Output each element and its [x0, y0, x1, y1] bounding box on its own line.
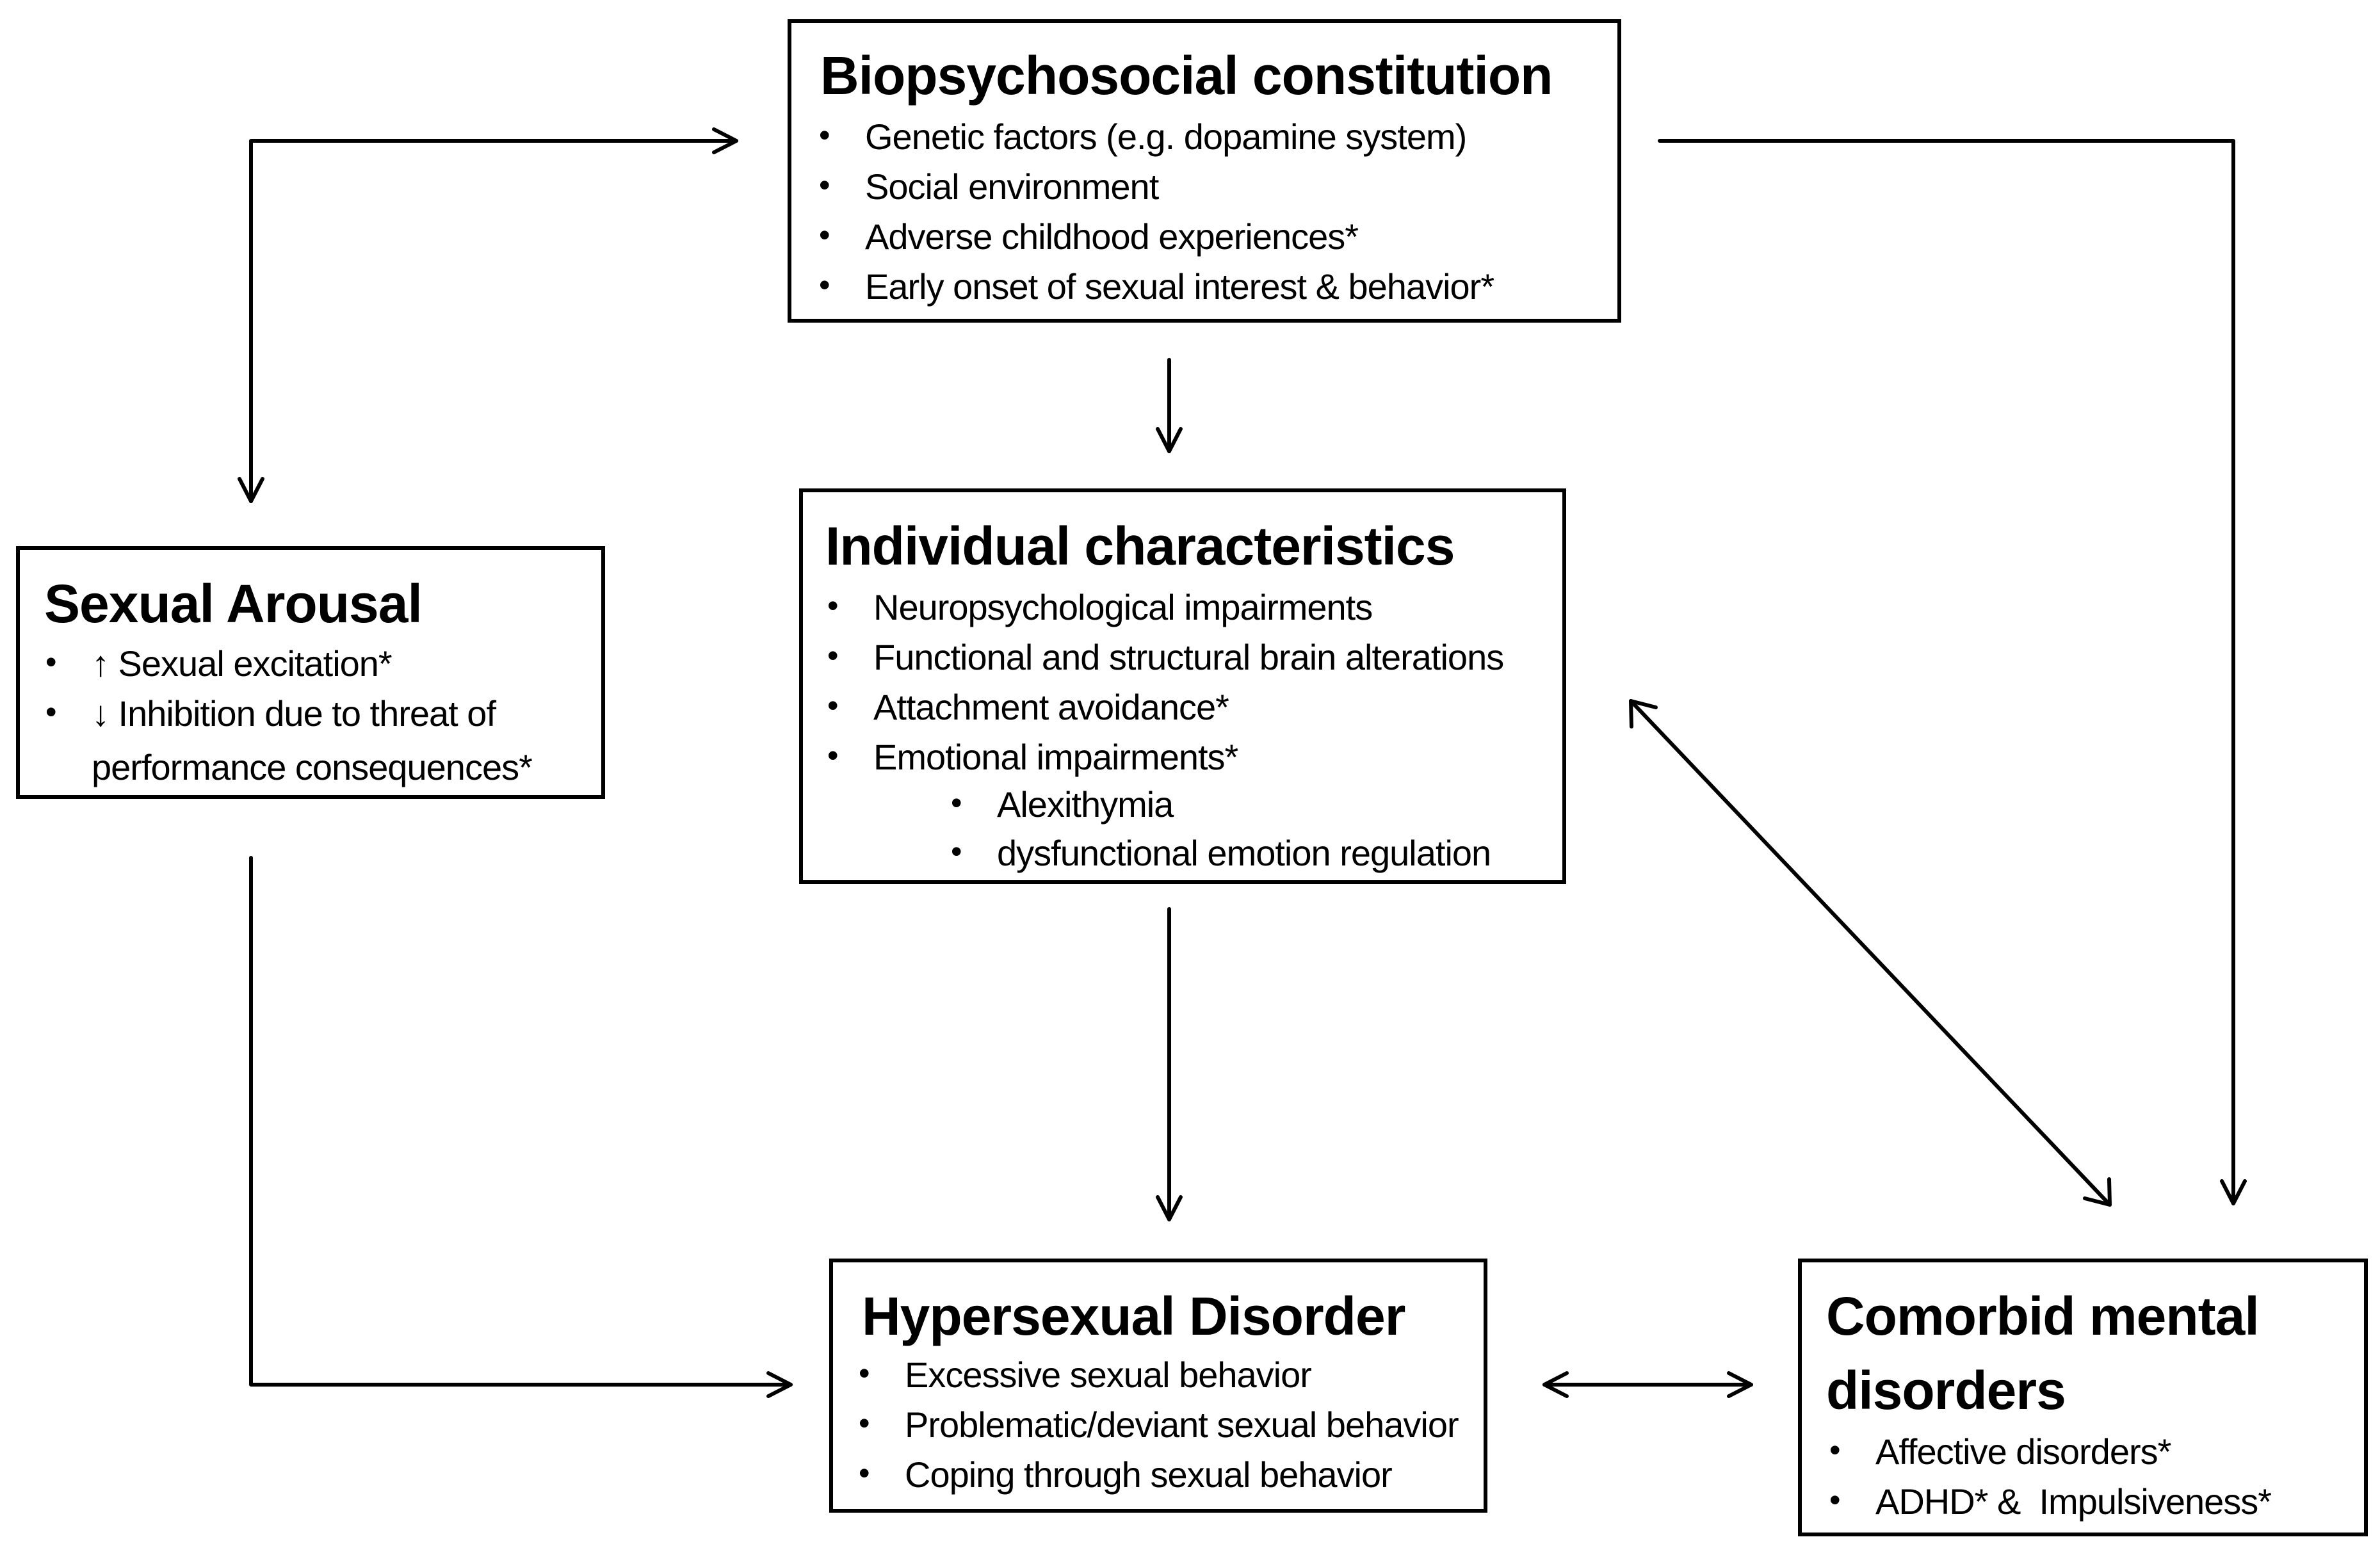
individual-item: Functional and structural brain alterati…: [827, 640, 1504, 675]
individual-characteristics-list: Neuropsychological impairments Functiona…: [827, 590, 1504, 775]
biopsychosocial-item: Genetic factors (e.g. dopamine system): [819, 119, 1494, 155]
sexual-arousal-item: ↑ Sexual excitation*: [45, 646, 496, 682]
individual-subitem: dysfunctional emotion regulation: [951, 835, 1491, 871]
sexual-arousal-box: Sexual Arousal ↑ Sexual excitation* ↓ In…: [16, 546, 605, 799]
biopsychosocial-item: Adverse childhood experiences*: [819, 219, 1494, 255]
biopsychosocial-item: Social environment: [819, 169, 1494, 205]
arrow-arousal-to-biopsychosocial: [249, 139, 738, 503]
biopsychosocial-title: Biopsychosocial constitution: [820, 45, 1553, 106]
arrow-individual-comorbid: [1629, 699, 2112, 1207]
individual-item: Attachment avoidance*: [827, 689, 1503, 725]
arrowhead-arousal-top: [238, 477, 264, 503]
hypersexual-item: Excessive sexual behavior: [859, 1357, 1459, 1393]
sexual-arousal-title: Sexual Arousal: [44, 574, 423, 634]
arrowhead-individual-top: [1156, 427, 1183, 453]
arrowhead-comorbid-left: [1727, 1371, 1753, 1398]
individual-characteristics-box: Individual characteristics Neuropsycholo…: [799, 488, 1566, 884]
sexual-arousal-item: ↓ Inhibition due to threat of: [45, 696, 496, 732]
biopsychosocial-box: Biopsychosocial constitution Genetic fac…: [788, 19, 1621, 323]
comorbid-title-line2: disorders: [1826, 1360, 2066, 1420]
arrowhead-comorbid-diagonal: [2083, 1177, 2112, 1207]
biopsychosocial-list: Genetic factors (e.g. dopamine system) S…: [819, 119, 1494, 305]
comorbid-item: ADHD* & Impulsiveness*: [1829, 1484, 2272, 1520]
biopsychosocial-item: Early onset of sexual interest & behavio…: [819, 269, 1494, 305]
comorbid-list: Affective disorders* ADHD* & Impulsivene…: [1829, 1434, 2272, 1520]
individual-subitem: Alexithymia: [951, 787, 1491, 823]
comorbid-title-line1: Comorbid mental: [1826, 1286, 2260, 1346]
sexual-arousal-list: ↑ Sexual excitation* ↓ Inhibition due to…: [45, 646, 496, 743]
arrowhead-hypersexual-top: [1156, 1195, 1183, 1221]
hypersexual-disorder-box: Hypersexual Disorder Excessive sexual be…: [829, 1259, 1487, 1513]
individual-characteristics-title: Individual characteristics: [825, 516, 1455, 576]
hypersexual-disorder-title: Hypersexual Disorder: [862, 1286, 1405, 1346]
arrowhead-hypersexual-right: [1542, 1371, 1569, 1398]
individual-item: Neuropsychological impairments: [827, 590, 1503, 625]
arrowhead-hypersexual-left: [766, 1371, 793, 1398]
arrowhead-biopsychosocial-left: [712, 127, 738, 154]
hypersexual-item: Problematic/deviant sexual behavior: [859, 1407, 1459, 1443]
arrow-arousal-to-hypersexual: [249, 856, 793, 1387]
comorbid-item: Affective disorders*: [1829, 1434, 2271, 1470]
arrowhead-comorbid-top: [2220, 1179, 2247, 1205]
hypersexual-item: Coping through sexual behavior: [859, 1457, 1459, 1493]
sexual-arousal-item-continued: performance consequences*: [92, 747, 533, 787]
comorbid-box: Comorbid mental disorders Affective diso…: [1798, 1259, 2368, 1536]
hypersexual-disorder-list: Excessive sexual behavior Problematic/de…: [859, 1357, 1459, 1493]
arrowhead-individual-diagonal: [1629, 699, 1658, 728]
arrow-biopsychosocial-to-comorbid: [1658, 139, 2235, 1205]
individual-item: Emotional impairments*: [827, 739, 1503, 775]
individual-subitems-list: Alexithymia dysfunctional emotion regula…: [951, 787, 1491, 871]
